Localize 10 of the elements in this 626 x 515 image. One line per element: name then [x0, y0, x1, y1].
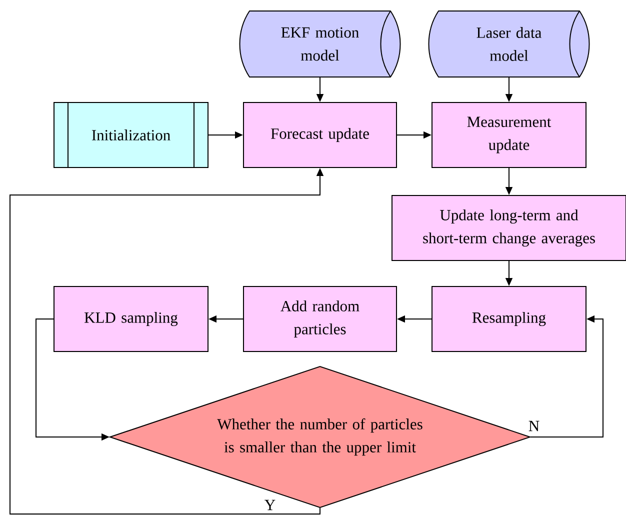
process-box: KLD sampling — [54, 286, 208, 352]
process-box: Resampling — [432, 286, 586, 352]
process-box: Add random particles — [243, 286, 397, 352]
process-box: Forecast update — [243, 102, 397, 168]
data-cylinder: Laser data model — [428, 10, 590, 78]
process-box: Update long-term and short-term change averages — [392, 195, 626, 261]
edge-label: Y — [263, 498, 277, 512]
data-cylinder: EKF motion model — [239, 10, 401, 78]
process-box: Measurement update — [432, 102, 586, 168]
predefined-process-box: Initialization — [54, 102, 208, 168]
